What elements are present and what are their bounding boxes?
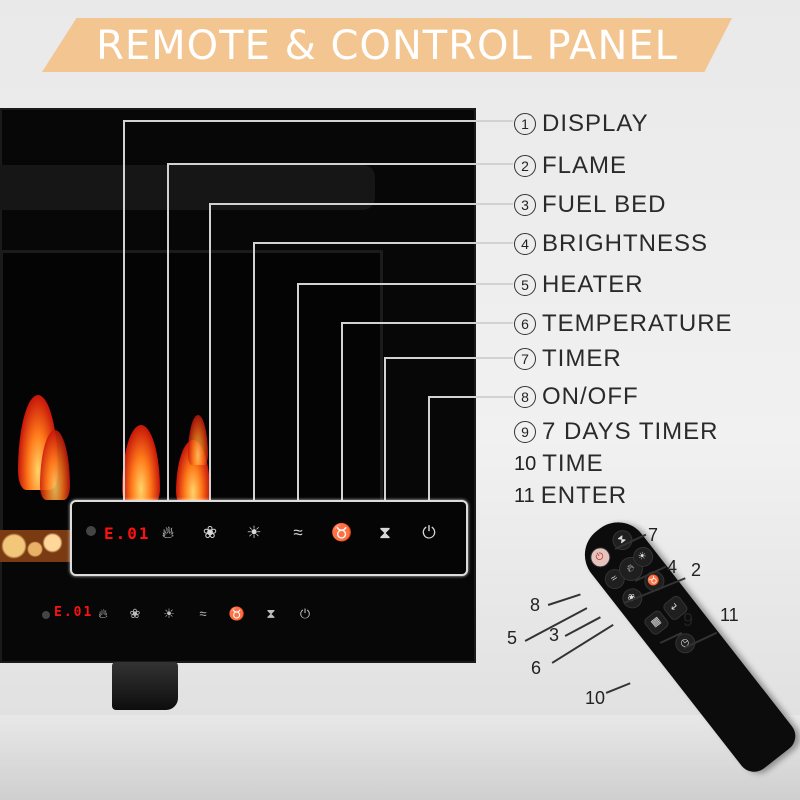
leader-line (341, 322, 343, 515)
leader-line (384, 357, 386, 515)
leader-line (428, 396, 430, 515)
remote-callout: 10 (585, 688, 606, 708)
remote-callout: 9 (683, 610, 694, 630)
label-number: 4 (514, 233, 536, 255)
remote-callout: 6 (531, 658, 542, 678)
fuel-bed-icon[interactable]: ❀ (129, 606, 141, 621)
floor (0, 715, 800, 800)
label-number: 3 (514, 194, 536, 216)
flame (188, 415, 208, 465)
leader-line (209, 203, 513, 205)
leader-line (253, 242, 255, 515)
fuel-bed-icon[interactable]: ❀ (202, 523, 218, 542)
leader-line (297, 283, 513, 285)
label-text: ENTER (540, 482, 628, 509)
flame-icon[interactable]: 🔥︎ (98, 606, 108, 621)
leader-line (384, 357, 513, 359)
label-number: 9 (514, 421, 536, 443)
label-number: 1 (514, 113, 536, 135)
stand-foot (112, 662, 178, 710)
label-enter: 11 ENTER (514, 482, 627, 510)
label-brightness: 4 BRIGHTNESS (514, 230, 708, 258)
brightness-icon[interactable]: ☀ (246, 523, 262, 542)
label-text: FUEL BED (542, 191, 667, 218)
label-text: TIMER (542, 345, 622, 372)
7-days-timer-button[interactable]: ▦ (643, 610, 670, 636)
display-readout-small: E.01 (54, 605, 94, 620)
leader-line (123, 120, 125, 515)
sensor-icon (42, 611, 50, 619)
label-on-off: 8 ON/OFF (514, 383, 639, 411)
brightness-icon[interactable]: ☀ (163, 606, 175, 621)
label-number: 2 (514, 155, 536, 177)
leader-line (428, 396, 513, 398)
callout-line (547, 593, 581, 606)
heater-icon[interactable]: ≈ (199, 606, 207, 621)
remote-callout: 8 (530, 595, 541, 615)
remote-callout: 5 (507, 628, 518, 648)
callout-line (605, 682, 631, 694)
thermometer-icon[interactable]: ♉ (331, 523, 353, 542)
label-text: FLAME (542, 152, 628, 179)
label-number: 10 (514, 453, 537, 475)
label-text: BRIGHTNESS (542, 230, 709, 257)
label-fuel-bed: 3 FUEL BED (514, 191, 666, 219)
label-text: TEMPERATURE (542, 310, 733, 337)
control-panel-highlight (70, 500, 468, 576)
leader-line (123, 120, 513, 122)
label-7-days-timer: 9 7 DAYS TIMER (514, 418, 718, 446)
leader-line (167, 163, 513, 165)
leader-line (253, 242, 513, 244)
thermometer-icon[interactable]: ♉ (228, 606, 246, 621)
display-readout: E.01 (104, 524, 151, 543)
label-heater: 5 HEATER (514, 271, 644, 299)
label-time: 10 TIME (514, 450, 604, 478)
label-text: DISPLAY (542, 110, 649, 137)
remote-callout: 11 (720, 605, 739, 625)
label-display: 1 DISPLAY (514, 110, 649, 138)
remote-callout: 3 (549, 625, 560, 645)
label-number: 11 (514, 485, 535, 507)
leader-line (209, 203, 211, 515)
label-number: 8 (514, 386, 536, 408)
hourglass-icon[interactable]: ⧗ (379, 523, 391, 542)
banner-title: REMOTE & CONTROL PANEL (96, 23, 678, 69)
remote-callout: 2 (691, 560, 702, 580)
leader-line (167, 163, 169, 515)
label-timer: 7 TIMER (514, 345, 622, 373)
label-number: 7 (514, 348, 536, 370)
flame-icon[interactable]: 🔥︎ (161, 523, 175, 542)
label-number: 5 (514, 274, 536, 296)
label-text: HEATER (542, 271, 644, 298)
label-text: TIME (542, 450, 604, 477)
label-text: ON/OFF (542, 383, 639, 410)
remote-callout: 4 (667, 557, 678, 577)
heater-vent (0, 165, 375, 210)
leader-line (341, 322, 513, 324)
label-flame: 2 FLAME (514, 152, 627, 180)
label-text: 7 DAYS TIMER (542, 418, 719, 445)
label-number: 6 (514, 313, 536, 335)
power-icon[interactable]: ⏻ (299, 606, 311, 621)
remote-callout: 7 (648, 525, 659, 545)
callout-line (551, 623, 614, 664)
hourglass-icon[interactable]: ⧗ (266, 606, 276, 621)
heater-icon[interactable]: ≈ (293, 523, 303, 542)
label-temperature: 6 TEMPERATURE (514, 310, 733, 338)
crystal-fuel-bed (0, 530, 70, 562)
sensor-icon (86, 526, 96, 536)
power-button[interactable]: ⏻ (587, 544, 613, 570)
leader-line (297, 283, 299, 515)
title-banner: REMOTE & CONTROL PANEL (42, 18, 732, 72)
power-icon[interactable]: ⏻ (422, 523, 436, 542)
